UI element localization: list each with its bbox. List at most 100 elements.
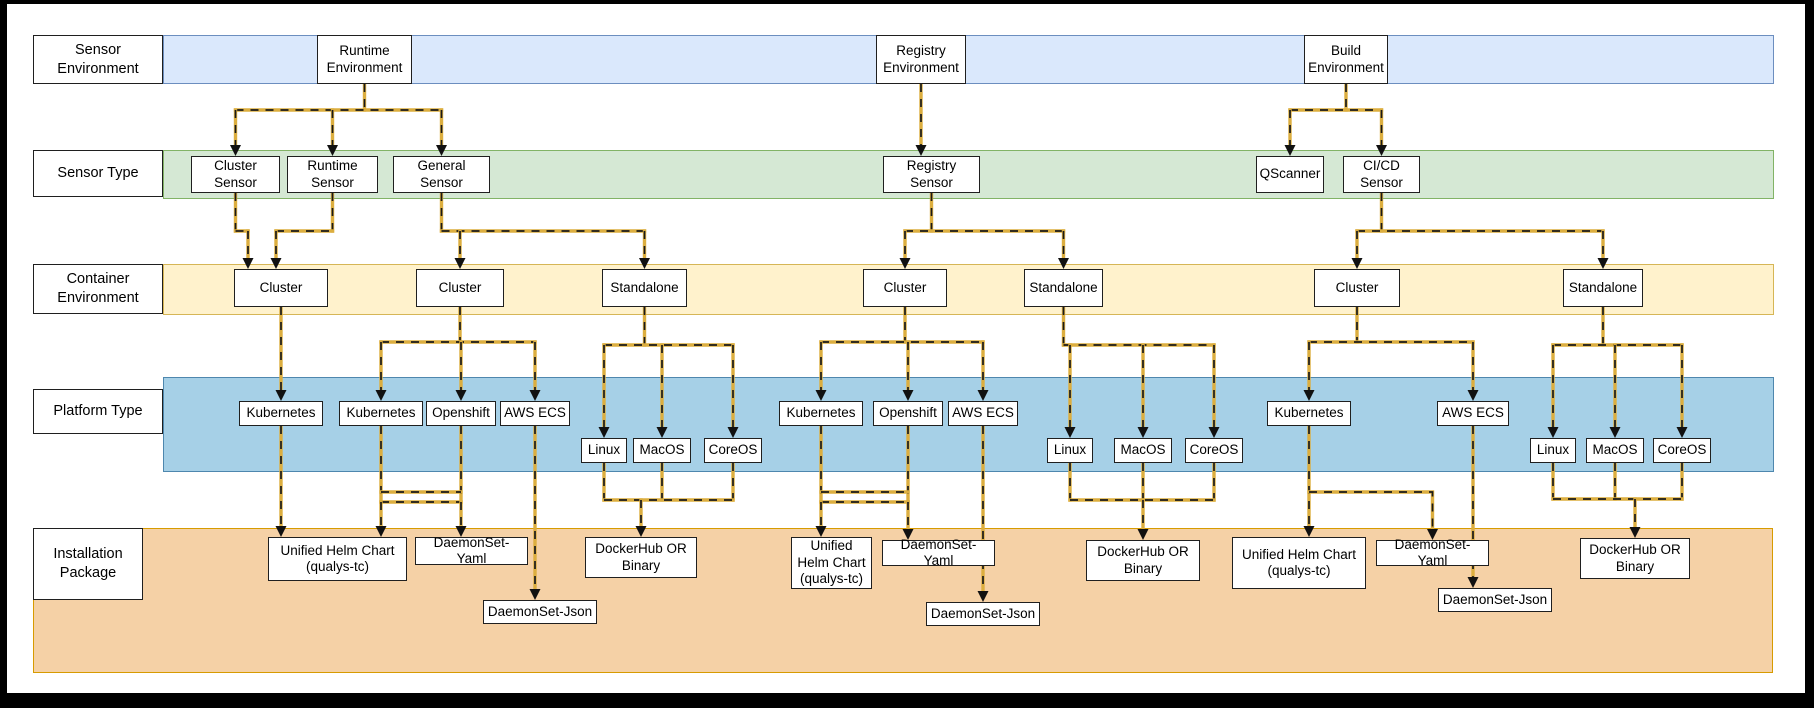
node-cluster4-label: Cluster	[1335, 279, 1379, 295]
node-registry-env-label: Registry Environment	[883, 43, 959, 75]
node-standalone3-label: Standalone	[1568, 279, 1638, 295]
node-helm2: Unified Helm Chart (qualys-tc)	[791, 537, 872, 589]
node-macos1-label: MacOS	[639, 442, 685, 458]
node-cluster2-label: Cluster	[438, 279, 482, 295]
node-k8s1: Kubernetes	[239, 401, 323, 426]
node-standalone2: Standalone	[1024, 269, 1103, 307]
row-label-installation-package-label: Installation Package	[53, 546, 123, 581]
node-standalone2-label: Standalone	[1029, 279, 1098, 295]
node-k8s3-label: Kubernetes	[786, 405, 856, 421]
node-standalone1-label: Standalone	[610, 279, 679, 295]
node-macos1: MacOS	[633, 438, 691, 463]
node-cluster1-label: Cluster	[259, 279, 303, 295]
node-k8s3: Kubernetes	[779, 401, 863, 426]
row-label-installation-package: Installation Package	[33, 528, 143, 600]
row-label-sensor-type: Sensor Type	[33, 150, 163, 197]
node-awsecs3-label: AWS ECS	[1442, 405, 1504, 421]
node-k8s2: Kubernetes	[339, 401, 423, 426]
node-dockerhub2: DockerHub OR Binary	[1086, 540, 1200, 581]
node-awsecs2: AWS ECS	[948, 401, 1018, 426]
node-dsyaml3: DaemonSet-Yaml	[1376, 537, 1489, 568]
node-awsecs1: AWS ECS	[500, 401, 570, 426]
node-registry-sensor: Registry Sensor	[883, 156, 980, 193]
node-dsjson1-label: DaemonSet-Json	[487, 603, 593, 619]
node-dsyaml1-label: DaemonSet-Yaml	[433, 534, 510, 566]
node-build-env-label: Build Environment	[1308, 43, 1384, 75]
node-cluster1: Cluster	[234, 269, 328, 307]
row-label-platform-type: Platform Type	[33, 389, 163, 434]
node-helm3: Unified Helm Chart (qualys-tc)	[1232, 537, 1366, 589]
node-cluster-sensor: Cluster Sensor	[191, 156, 280, 193]
node-linux3-label: Linux	[1536, 442, 1570, 458]
node-dockerhub1: DockerHub OR Binary	[585, 537, 697, 578]
node-qscanner: QScanner	[1256, 156, 1324, 193]
node-openshift2: Openshift	[873, 401, 943, 426]
node-cicd-sensor-label: CI/CD Sensor	[1360, 158, 1403, 190]
node-awsecs1-label: AWS ECS	[504, 405, 566, 421]
node-macos3: MacOS	[1586, 438, 1644, 463]
node-dsjson2: DaemonSet-Json	[926, 602, 1040, 626]
node-macos2: MacOS	[1114, 438, 1172, 463]
node-k8s4: Kubernetes	[1267, 401, 1351, 426]
node-coreos1-label: CoreOS	[708, 442, 758, 458]
node-coreos3: CoreOS	[1653, 438, 1711, 463]
node-dsyaml2: DaemonSet-Yaml	[882, 537, 995, 568]
node-general-sensor: General Sensor	[393, 156, 490, 193]
node-cluster3: Cluster	[863, 269, 947, 307]
node-registry-env: Registry Environment	[876, 35, 966, 84]
band-sensor-environment	[163, 35, 1774, 84]
node-openshift1-label: Openshift	[432, 405, 490, 421]
node-awsecs3: AWS ECS	[1437, 401, 1509, 426]
node-cluster2: Cluster	[416, 269, 504, 307]
node-coreos2: CoreOS	[1185, 438, 1243, 463]
row-label-sensor-type-label: Sensor Type	[57, 165, 139, 182]
node-k8s2-label: Kubernetes	[346, 405, 416, 421]
node-dsyaml3-label: DaemonSet-Yaml	[1394, 536, 1471, 568]
node-standalone3: Standalone	[1563, 269, 1643, 307]
node-dsjson3: DaemonSet-Json	[1438, 588, 1552, 612]
node-k8s1-label: Kubernetes	[246, 405, 316, 421]
row-label-platform-type-label: Platform Type	[53, 403, 143, 420]
node-qscanner-label: QScanner	[1259, 166, 1321, 182]
node-linux3: Linux	[1530, 438, 1576, 463]
node-macos2-label: MacOS	[1120, 442, 1166, 458]
node-helm2-label: Unified Helm Chart (qualys-tc)	[797, 538, 866, 587]
node-linux1-label: Linux	[587, 442, 621, 458]
row-label-sensor-environment-label: Sensor Environment	[57, 41, 139, 77]
node-cicd-sensor: CI/CD Sensor	[1343, 156, 1420, 193]
node-helm1-label: Unified Helm Chart (qualys-tc)	[280, 542, 395, 574]
node-coreos3-label: CoreOS	[1657, 442, 1707, 458]
node-dsyaml2-label: DaemonSet-Yaml	[900, 536, 977, 568]
node-coreos2-label: CoreOS	[1189, 442, 1239, 458]
node-dsjson3-label: DaemonSet-Json	[1442, 591, 1548, 607]
node-linux1: Linux	[581, 438, 627, 463]
node-helm3-label: Unified Helm Chart (qualys-tc)	[1241, 546, 1357, 578]
node-dockerhub1-label: DockerHub OR Binary	[595, 541, 687, 573]
node-helm1: Unified Helm Chart (qualys-tc)	[268, 537, 407, 581]
node-linux2-label: Linux	[1053, 442, 1087, 458]
node-runtime-env-label: Runtime Environment	[326, 43, 403, 75]
node-coreos1: CoreOS	[704, 438, 762, 463]
node-dockerhub3-label: DockerHub OR Binary	[1589, 542, 1681, 574]
row-label-sensor-environment: Sensor Environment	[33, 35, 163, 84]
node-dockerhub2-label: DockerHub OR Binary	[1097, 544, 1189, 576]
node-runtime-sensor: Runtime Sensor	[287, 156, 378, 193]
node-runtime-env: Runtime Environment	[317, 35, 412, 84]
node-cluster3-label: Cluster	[883, 279, 927, 295]
node-cluster-sensor-label: Cluster Sensor	[214, 158, 257, 190]
node-k8s4-label: Kubernetes	[1274, 405, 1344, 421]
node-build-env: Build Environment	[1304, 35, 1388, 84]
row-label-container-environment-label: Container Environment	[57, 271, 139, 306]
node-openshift1: Openshift	[426, 401, 496, 426]
node-dsjson1: DaemonSet-Json	[483, 600, 597, 624]
node-macos3-label: MacOS	[1592, 442, 1638, 458]
node-dsyaml1: DaemonSet-Yaml	[415, 534, 528, 566]
node-cluster4: Cluster	[1314, 269, 1400, 307]
row-label-container-environment: Container Environment	[33, 264, 163, 314]
node-dockerhub3: DockerHub OR Binary	[1580, 538, 1690, 579]
node-general-sensor-label: General Sensor	[417, 158, 466, 190]
node-runtime-sensor-label: Runtime Sensor	[307, 158, 358, 190]
node-openshift2-label: Openshift	[879, 405, 937, 421]
